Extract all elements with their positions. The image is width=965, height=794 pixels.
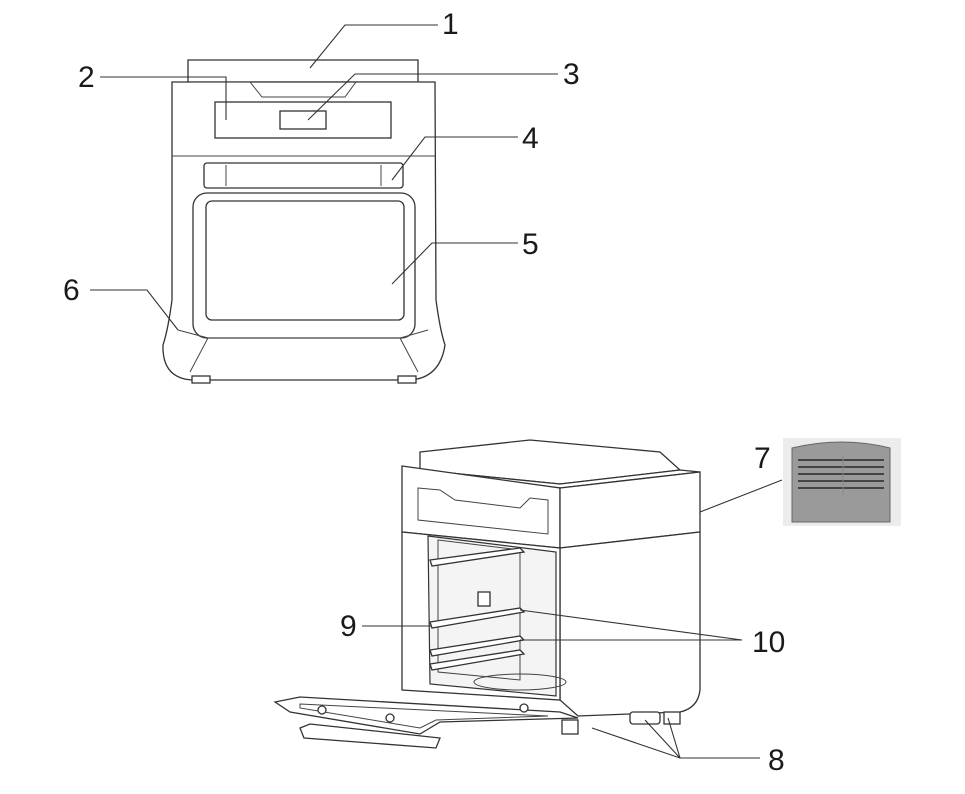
front-lid	[187, 59, 419, 83]
leader-8b	[644, 719, 681, 759]
leader-8c	[667, 717, 681, 759]
callout-2: 2	[78, 61, 95, 94]
persp-foot-right	[663, 711, 681, 725]
front-leaders	[90, 24, 558, 331]
callout-6: 6	[63, 274, 80, 307]
leader-5	[391, 242, 518, 285]
callout-8: 8	[768, 744, 785, 777]
perspective-view	[273, 439, 701, 749]
callout-3: 3	[563, 58, 580, 91]
door-window	[205, 200, 405, 321]
leader-6	[90, 289, 179, 331]
persp-body-side	[559, 531, 701, 717]
persp-door-handle	[299, 723, 441, 749]
leader-10a	[519, 609, 743, 641]
front-view	[162, 59, 446, 384]
display-screen	[279, 110, 327, 130]
filter-inset	[783, 438, 901, 526]
persp-control-panel	[417, 487, 549, 535]
door-handle	[203, 162, 404, 189]
callout-10: 10	[752, 626, 785, 659]
rack-rail-1	[429, 547, 526, 567]
leader-1	[309, 24, 438, 69]
callout-4: 4	[522, 122, 539, 155]
front-foot-right	[397, 375, 417, 384]
callout-5: 5	[522, 228, 539, 261]
hinge-pin	[519, 703, 529, 713]
callout-7: 7	[754, 442, 771, 475]
filter-grille	[798, 455, 884, 495]
leader-3	[307, 73, 558, 121]
rack-rail-4	[429, 649, 526, 671]
leader-7	[699, 479, 783, 513]
callout-9: 9	[340, 610, 357, 643]
persp-cavity-back	[437, 539, 521, 681]
leader-2	[100, 76, 227, 120]
persp-drip-tray	[473, 673, 567, 691]
hinge-left	[317, 705, 327, 715]
leader-4	[391, 136, 518, 181]
front-foot-left	[191, 375, 211, 384]
persp-foot-left	[561, 719, 579, 735]
perspective-leaders	[362, 479, 783, 759]
front-top-notch	[190, 81, 418, 98]
persp-bracket	[477, 591, 491, 607]
hinge-right	[385, 713, 395, 723]
persp-side-vent	[629, 711, 661, 725]
callout-1: 1	[442, 8, 459, 41]
persp-door-inner	[299, 703, 549, 729]
